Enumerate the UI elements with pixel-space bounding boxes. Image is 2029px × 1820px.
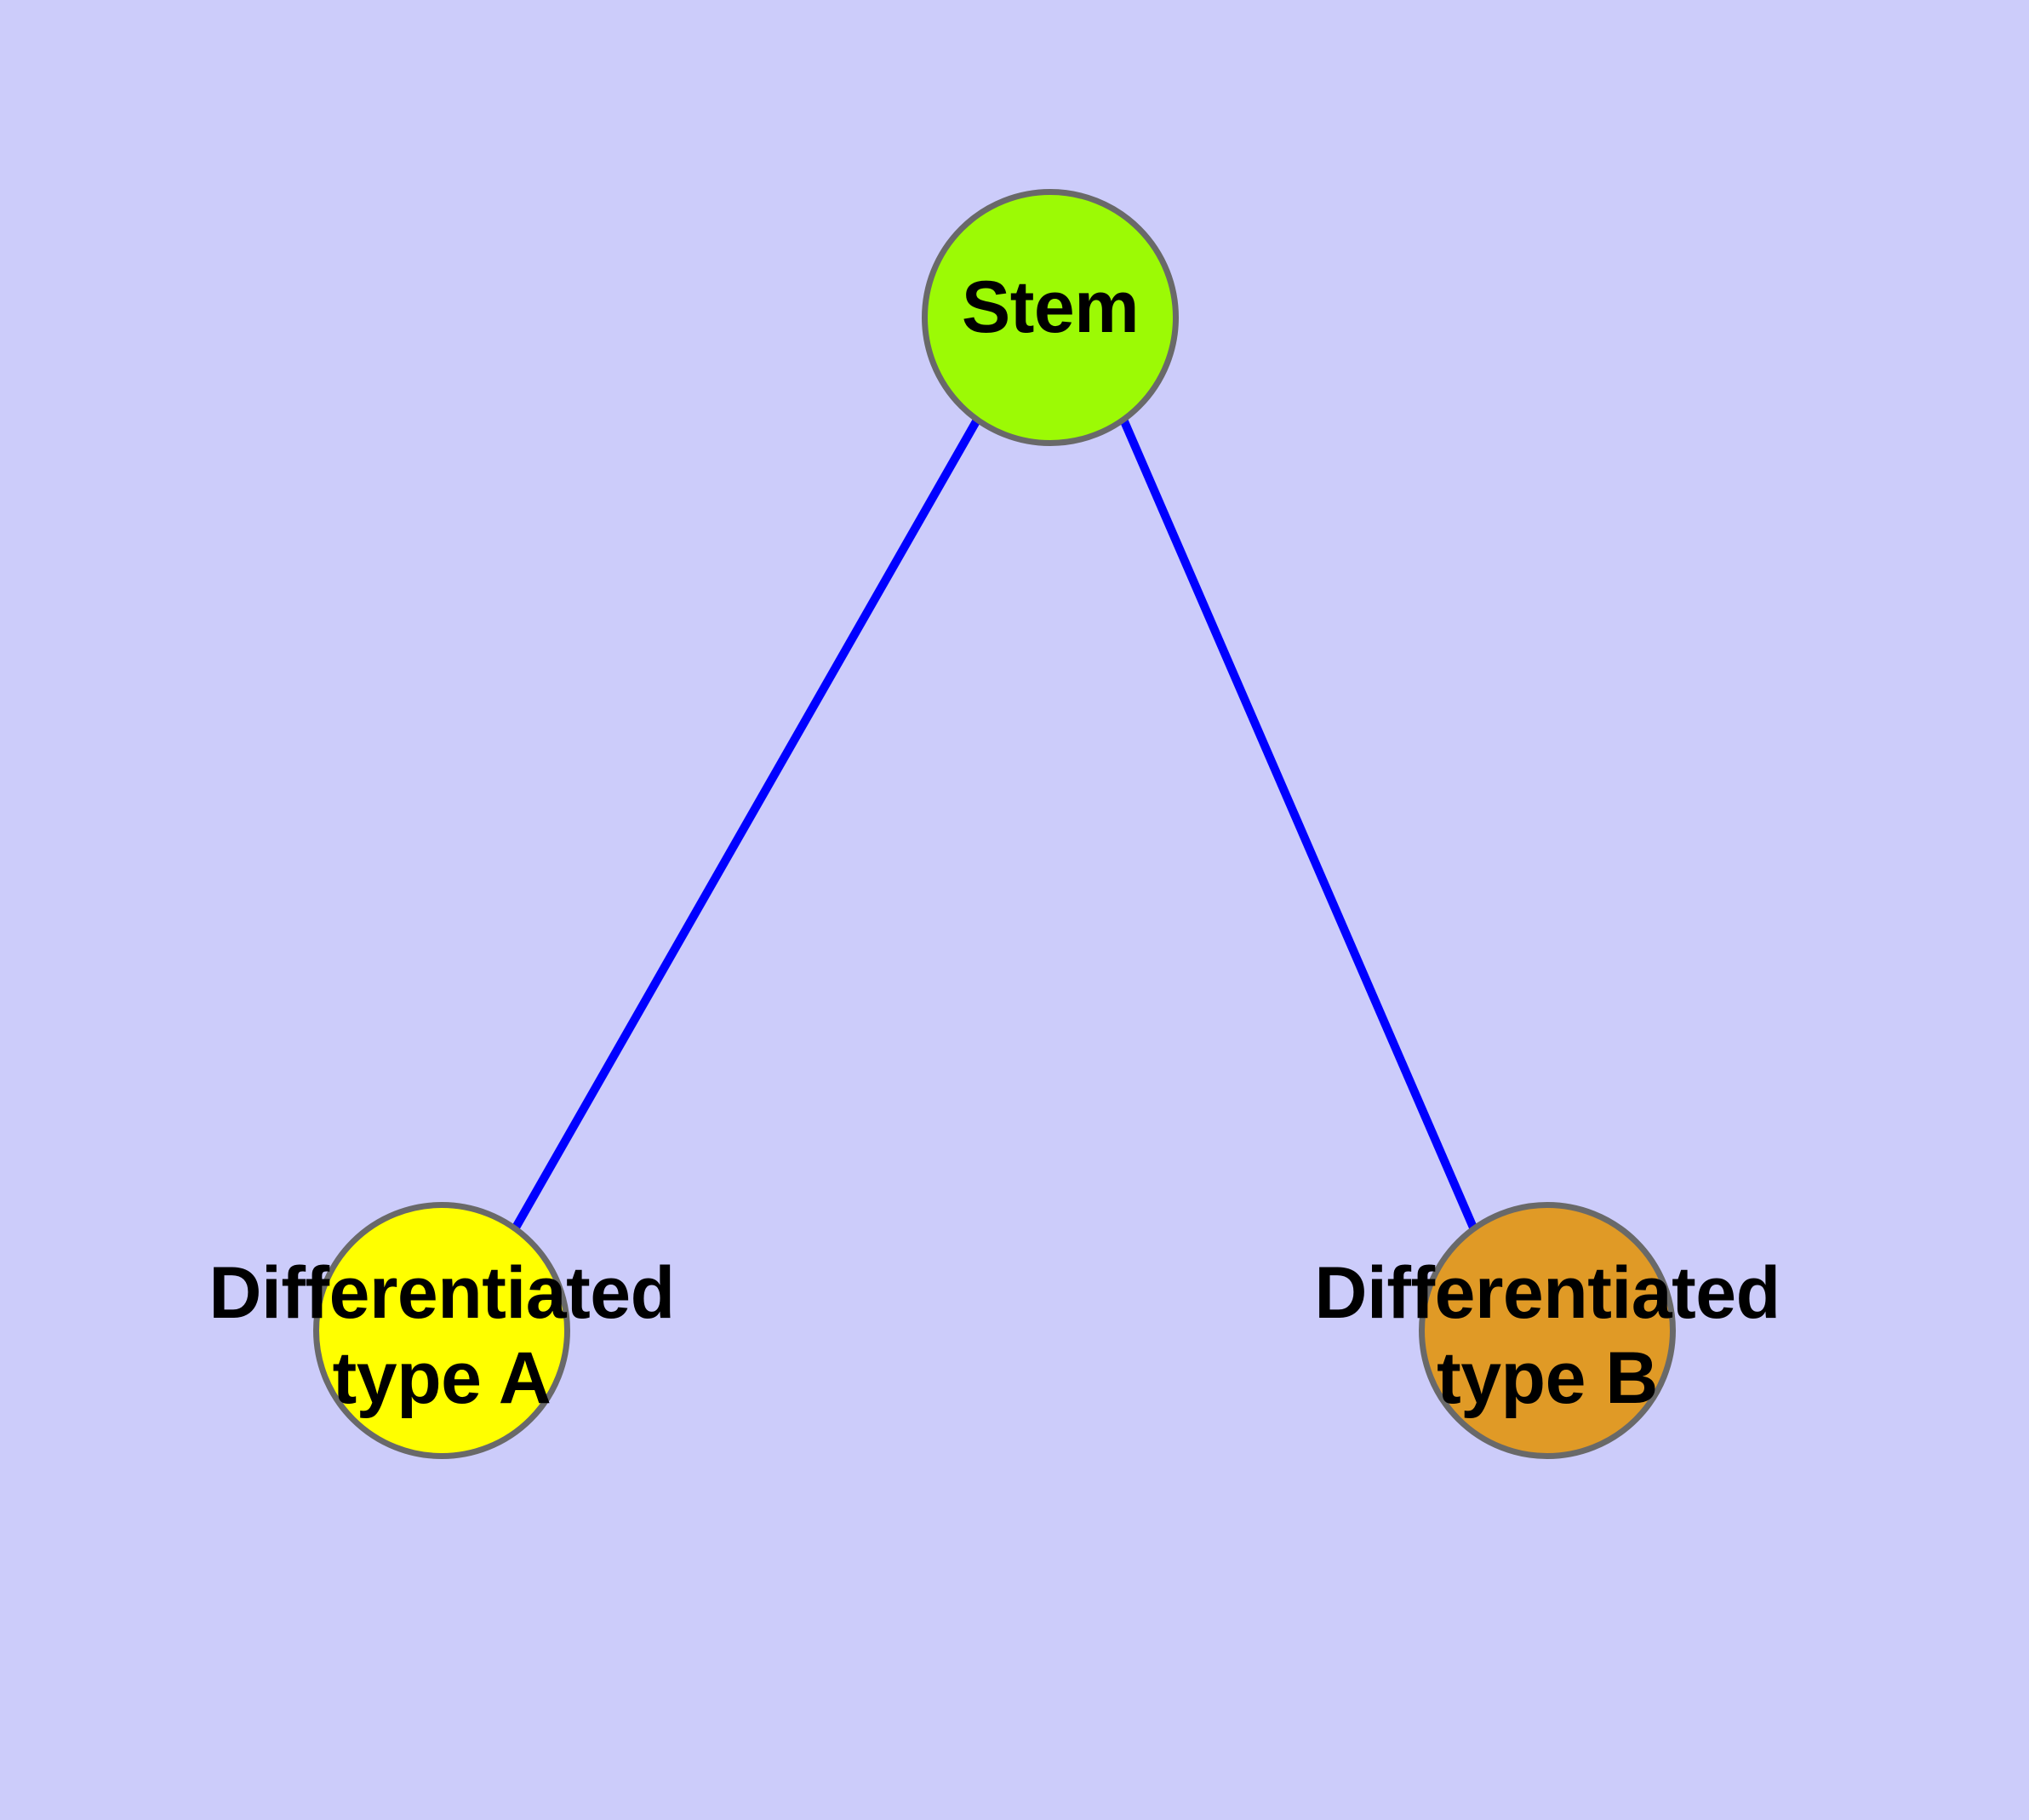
edge-stem-to-differentiated-type-a: [512, 419, 980, 1230]
node-differentiated-type-b[interactable]: [1419, 1202, 1676, 1459]
edge-stem-to-differentiated-type-b: [1120, 420, 1477, 1229]
node-differentiated-type-a[interactable]: [313, 1202, 570, 1459]
node-stem[interactable]: [922, 189, 1179, 446]
